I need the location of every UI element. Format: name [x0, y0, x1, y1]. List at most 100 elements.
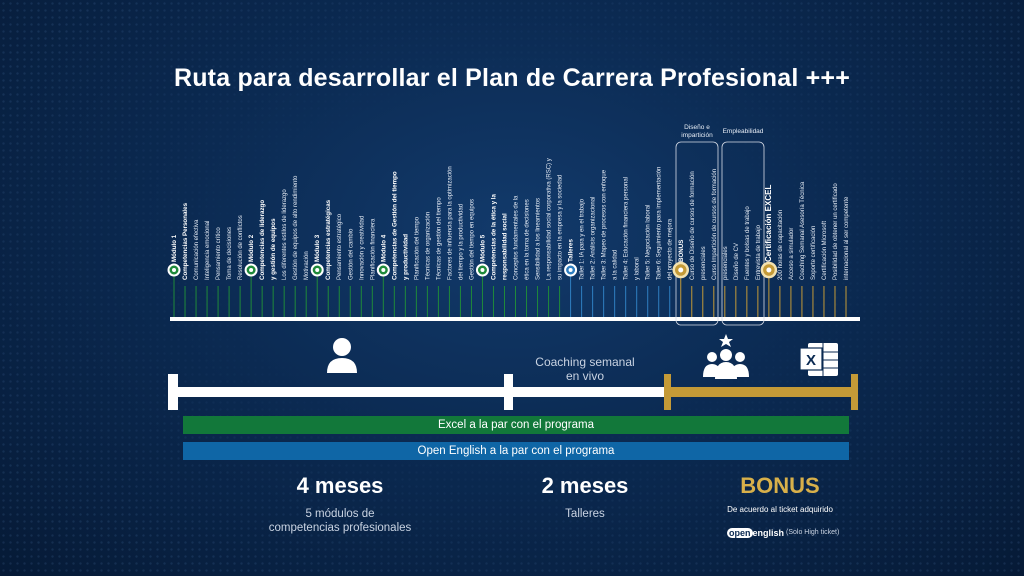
open-english-band: Open English a la par con el programa: [183, 442, 849, 460]
timeline-marker-center: [678, 267, 684, 273]
timeline-label: Certificación Microsoft: [822, 221, 828, 280]
timeline-label: responsabilidad social: [501, 213, 508, 280]
timeline-label: Innovación y creatividad: [359, 216, 365, 280]
timeline-label: Taller 3: Mapeo de procesos con enfoque: [602, 169, 608, 280]
timeline-label: Conceptos fundamentales de la: [514, 195, 520, 280]
timeline-label: Toma de decisiones: [227, 227, 233, 280]
timeline-label: BONUS: [678, 240, 685, 262]
timeline-label: 200 horas de capacitación: [778, 210, 784, 280]
timeline-label: Taller 4: Educación financiera personal: [624, 177, 630, 280]
timeline-label: y productividad: [402, 234, 409, 280]
timeline-label: Pensamiento crítico: [216, 227, 222, 280]
timeline-label: Acceso a simulador: [789, 228, 795, 280]
diseno-group-box: [675, 141, 719, 326]
timeline-label: Fuentes y bolsas de trabajo: [745, 206, 751, 280]
timeline-label: Posibilidad de obtener un certificado: [833, 183, 839, 280]
stat-value: 2 meses: [541, 473, 629, 498]
timeline-label: Curso Impartición de cursos de formación: [712, 169, 718, 280]
excel-band-label: Excel a la par con el programa: [438, 419, 594, 431]
timeline-marker-center: [315, 268, 320, 272]
stat-desc-2: competencias profesionales: [268, 522, 412, 534]
excel-icon-letter: X: [806, 352, 816, 369]
timeline-label: Entrevista de trabajo: [756, 224, 762, 280]
excel-band: Excel a la par con el programa: [183, 416, 849, 434]
timeline-ticks: [173, 276, 847, 317]
timeline-label: Diseño de CV: [734, 243, 740, 280]
timeline-label: Gestión del tiempo en equipos: [469, 199, 475, 280]
timeline-label: Módulo 4: [380, 234, 387, 262]
stat-bonus: BONUS De acuerdo al ticket adquirido: [690, 473, 870, 517]
high-ticket-note: (Solo High ticket): [786, 529, 840, 536]
timeline-label: Sensibilidad a los lineamientos: [536, 198, 542, 280]
timeline-label: presenciales: [701, 246, 707, 280]
timeline-label: su impacto en la empresa y la sociedad: [558, 175, 564, 280]
timeline-label: Competencias estratégicas: [325, 199, 332, 280]
page-title: Ruta para desarrollar el Plan de Carrera…: [173, 64, 851, 92]
timeline-label: Técnicas de organización: [425, 212, 431, 280]
bar-gold-start-cap: [664, 374, 671, 410]
timeline-label: Los diferentes estilos de liderazgo: [282, 189, 288, 280]
bar-start-cap: [168, 374, 178, 410]
bar-mid-cap: [504, 374, 513, 410]
timeline-label: Inteligencia emocional: [205, 221, 211, 280]
timeline-label: Competencias Personales: [182, 202, 189, 280]
logo-english: english: [752, 528, 785, 538]
timeline-markers: [167, 261, 778, 279]
stat-desc: Talleres: [565, 508, 605, 520]
timeline-label: Taller 5: Negociación laboral: [646, 205, 652, 280]
timeline-label: Gestión del cambio: [348, 228, 354, 280]
timeline-label: La responsabilidad social corporativa (R…: [547, 158, 553, 280]
coaching-line-2: en vivo: [565, 369, 605, 383]
timeline-marker-center: [568, 268, 573, 272]
timeline-label: a la calidad: [613, 250, 619, 280]
timeline-marker-center: [381, 268, 386, 272]
timeline-marker-center: [480, 268, 485, 272]
stat-2-meses: 2 meses Talleres: [500, 473, 670, 521]
open-english-band-label: Open English a la par con el programa: [417, 445, 615, 457]
main-bar-white: [170, 387, 670, 397]
timeline-label: presenciales: [723, 246, 729, 280]
group-header-empleabilidad: Empleabilidad: [723, 128, 764, 135]
timeline-label: Comunicación efectiva: [194, 219, 200, 280]
timeline-label: del tiempo y la productividad: [458, 204, 464, 280]
timeline-label: Módulo 2: [248, 234, 255, 262]
timeline-label: Módulo 5: [479, 234, 486, 262]
timeline-label: del proyecto de mejora: [668, 218, 674, 280]
bar-end-cap: [851, 374, 858, 410]
timeline-label: y gestión de equipos: [270, 218, 277, 280]
empleabilidad-group-box: [721, 141, 765, 326]
timeline-label: Certificación EXCEL: [764, 185, 773, 262]
timeline-label: Motivación: [304, 251, 310, 280]
timeline-label: internacional al ser competente: [844, 196, 850, 280]
group-header-diseno-1: Diseño e: [684, 124, 710, 131]
stat-4-meses: 4 meses 5 módulos de competencias profes…: [230, 473, 450, 535]
stat-value: 4 meses: [296, 473, 384, 498]
upper-timeline-axis: [170, 317, 860, 321]
coaching-line-1: Coaching semanal: [535, 355, 635, 369]
timeline-label: Taller 1: IA para y en el trabajo: [580, 198, 586, 280]
timeline-label: y laboral: [635, 257, 641, 280]
timeline-label: Gestión de equipos de alto rendimiento: [293, 175, 299, 280]
timeline-label: Módulo 3: [314, 234, 321, 262]
timeline-label: Planificación financiera: [370, 218, 376, 280]
stat-desc-1: 5 módulos de: [305, 508, 375, 520]
group-header-diseno-2: impartición: [681, 132, 713, 139]
timeline-label: Taller 6: Seguimiento para implementació…: [657, 167, 663, 280]
timeline-marker-center: [172, 268, 176, 272]
group-star-icon: [703, 334, 749, 379]
timeline-label: Talleres: [568, 239, 575, 262]
timeline-label: Pensamiento estratégico: [337, 213, 343, 280]
timeline-label: Taller 2: Análisis organizacional: [591, 197, 597, 280]
timeline-label: Competencias de Gestión del tiempo: [391, 171, 398, 280]
timeline-label: Resolución de conflictos: [238, 215, 244, 280]
timeline-marker-center: [249, 268, 254, 272]
logo-open: open: [727, 528, 753, 538]
timeline-label: Competencias de liderazgo: [259, 200, 266, 280]
timeline-label: Planificación del tiempo: [414, 216, 420, 280]
excel-icon: X: [799, 343, 838, 376]
timeline-label: Soporte certificación: [811, 226, 817, 280]
